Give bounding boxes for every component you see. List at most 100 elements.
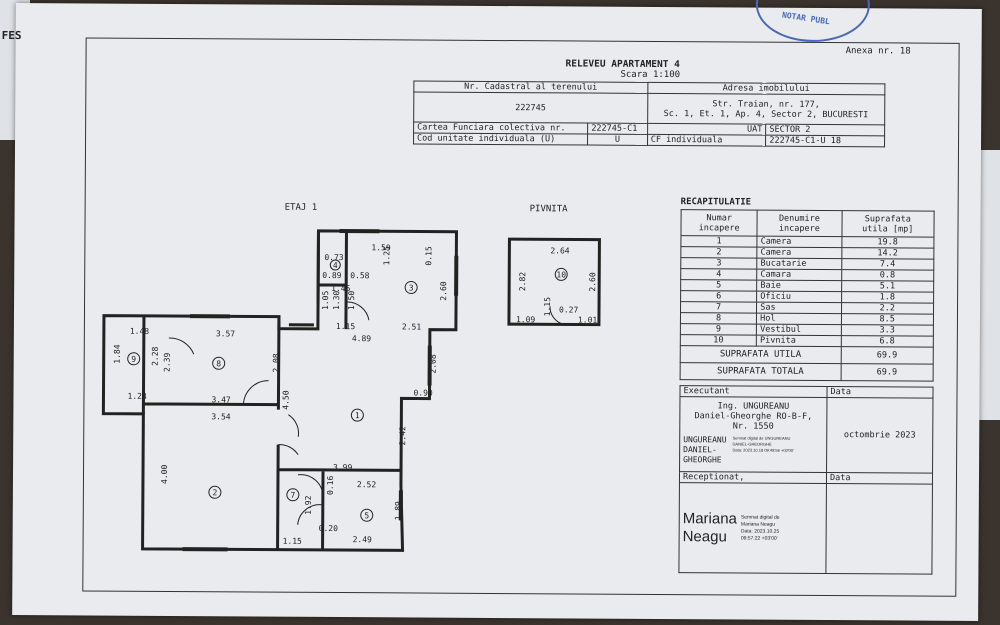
basement-dim-label: 1.15 [543,297,552,317]
dim-label: 1.28 [127,392,147,401]
plan-doors [168,301,565,525]
engineer-cell: Ing. UNGUREANU Daniel-Gheorghe RO-B-F, N… [679,396,827,473]
data-label-2: Data [826,472,933,485]
stamp-text: NOTAR PUBL [781,10,831,27]
dim-label: 0.16 [326,476,335,496]
dim-label: 0.89 [322,271,342,280]
room-number-8: 8 [216,359,221,368]
recap-cell-area: 0.8 [841,269,934,282]
receptionat-signature: Mariana Neagu Semnat digital de Mariana … [678,482,827,574]
data-label: Data [826,386,934,399]
recap-cell-area: 2.2 [841,302,934,315]
sig-name2: DANIEL- [683,445,717,455]
basement-dim-label: 1.09 [516,315,536,324]
recap-cell-number: 2 [680,246,758,259]
cfi-value: 222745-C1-U 18 [765,135,885,147]
recap-cell-name: Camara [756,269,842,281]
recap-cell-area: 8.5 [840,313,934,326]
recap-cell-area: 6.8 [840,335,934,348]
window-4 [427,345,432,386]
dim-label: 3.54 [211,412,231,421]
recap-cell-area: 14.2 [841,247,934,260]
sig-name3: GHEORGHE [683,455,722,465]
window-6 [182,547,228,552]
recap-cell-name: Pivnita [756,335,841,347]
left-edge-text: FES [1,28,22,43]
signoff-date: octombrie 2023 [826,397,933,474]
util-label: SUPRAFATA UTILA [680,345,841,364]
cf-label: Cartea Funciara colectiva nr. [413,121,588,135]
signoff-table: Executant Data Ing. UNGUREANU Daniel-Ghe… [678,385,934,575]
rec-name1: Mariana [682,509,737,527]
dim-label: 0.20 [319,524,339,533]
plan-walls-inner [141,230,402,550]
recap-cell-name: Camera [757,247,842,259]
dim-label: 0.73 [324,253,344,262]
cod-value: U [587,134,648,146]
room-number-5: 5 [364,511,369,520]
rec-small2: Mariana Neagu [740,520,776,528]
recap-header-name: Denumire incapere [757,210,842,237]
window-5 [398,490,403,521]
room-number-3: 3 [409,283,414,292]
room-number-9: 9 [131,355,136,364]
recap-table: Numar incapere Denumire incapere Suprafa… [680,209,935,382]
document-sheet: FES NOTAR PUBL Anexa nr. 18 RELEVEU APAR… [2,0,982,621]
dim-label: 1.15 [336,322,356,331]
room-number-4: 4 [333,261,338,270]
recap-cell-number: 3 [680,257,758,270]
uat-label: UAT [647,123,766,136]
floor-plan: 1 2 3 4 5 7 8 9 10 1.59 0.15 0.73 1.25 0… [101,229,601,552]
dim-label: 0.90 [413,388,433,397]
recap-cell-number: 7 [680,301,757,314]
recap-cell-number: 5 [680,279,757,292]
dim-label: 0.58 [350,271,370,280]
sig-name1: UNGUREANU [683,435,727,445]
dim-label: 4.00 [160,464,169,484]
total-value: 69.9 [840,363,934,382]
room-marker-1 [350,408,364,422]
recap-cell-area: 19.8 [841,236,934,249]
dim-label: 1.30 [332,291,341,311]
recap-header-area: Suprafata utila [mp] [841,210,935,238]
dim-label: 2.51 [402,322,422,331]
dim-label: 1.50 [347,291,356,311]
dim-label: 1.89 [394,501,403,521]
dim-label: 1.15 [283,537,303,546]
basement-dim-label: 0.27 [559,305,579,314]
dim-label: 2.08 [272,353,281,373]
recap-cell-number: 10 [680,334,757,347]
room-marker-3 [404,280,418,294]
total-label: SUPRAFATA TOTALA [680,362,841,381]
dim-label: 2.28 [151,346,160,366]
annex-label: Anexa nr. 18 [845,46,911,57]
dim-label: 1.45 [331,284,351,293]
sig-small3: Data: 2023.10.18 09:49:56 +03'00' [732,447,794,453]
recap-cell-number: 8 [680,312,757,325]
cfi-label: CF individuala [647,134,766,147]
dim-label: 4.50 [281,390,290,410]
address-line2: Sc. 1, Et. 1, Ap. 4, Sector 2, BUCURESTI [663,108,869,120]
dim-label: 1.48 [130,327,150,336]
dim-label: 3.99 [333,463,353,472]
room-marker-4 [329,259,341,271]
executant-label: Executant [679,385,828,398]
cf-value: 222745-C1 [587,123,648,135]
recap-cell-name: Camera [757,236,842,248]
recap-title: RECAPITULATIE [680,197,752,208]
room-marker-8 [212,356,226,370]
room-number-10: 10 [556,270,566,279]
receptionat-label: Receptionat, [679,471,827,484]
engineer-signature: UNGUREANU DANIEL- GHEORGHE Semnat digita… [683,435,823,466]
util-value: 69.9 [840,346,934,365]
cadastral-table: Nr. Cadastral al terenului Adresa imobil… [413,80,885,147]
dim-label: 0.15 [424,246,433,266]
dim-label: 1.84 [113,344,122,364]
dim-label: 4.89 [352,334,372,343]
